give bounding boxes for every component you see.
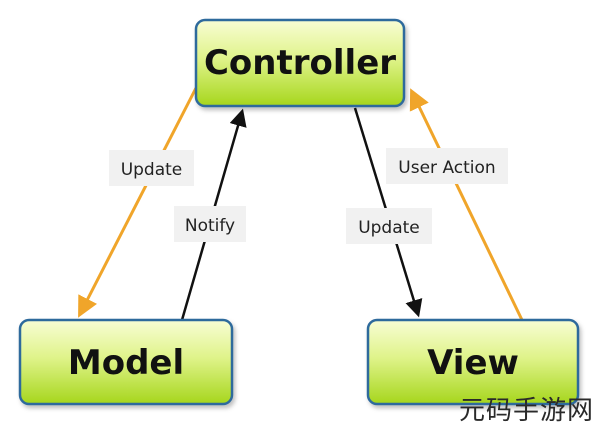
edge-controller-to-model-arrow [78, 87, 198, 318]
svg-text:Update: Update [121, 160, 183, 180]
node-controller-label: Controller [204, 43, 396, 83]
edge-label-model-to-controller: Notify [174, 206, 246, 242]
svg-text:Notify: Notify [185, 216, 235, 236]
edge-label-controller-to-model: Update [109, 150, 194, 186]
edge-view-to-controller-arrow [409, 88, 524, 321]
node-model-label: Model [68, 343, 184, 383]
node-view-label: View [427, 343, 519, 383]
node-view: View [366, 318, 580, 406]
edge-label-view-to-controller: User Action [386, 148, 508, 184]
svg-text:Update: Update [358, 218, 420, 238]
edge-label-controller-to-view: Update [346, 208, 432, 244]
svg-text:User Action: User Action [398, 158, 495, 178]
watermark-text: 元码手游网 [458, 396, 594, 426]
node-model: Model [18, 318, 234, 406]
node-controller: Controller [194, 18, 406, 108]
